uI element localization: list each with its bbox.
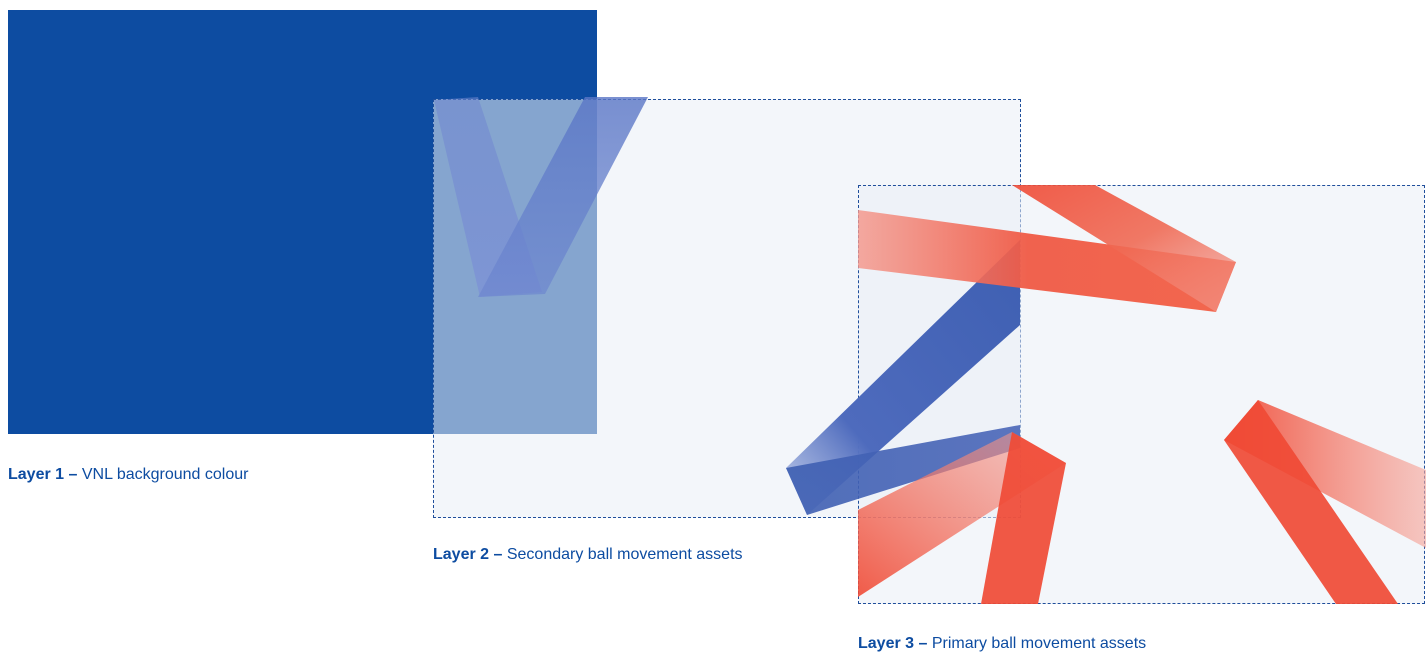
layer-3-description: Primary ball movement assets	[931, 635, 1147, 652]
layer-3-frame-border	[858, 185, 1425, 604]
blue-diagonal-ribbon	[786, 240, 1020, 515]
layer-2-description: Secondary ball movement assets	[506, 546, 743, 563]
layer-1-number: Layer 1 –	[8, 466, 78, 483]
layer-2-number: Layer 2 –	[433, 546, 503, 563]
layer-3-caption: Layer 3 – Primary ball movement assets	[858, 634, 1146, 654]
layer-3-number: Layer 3 –	[858, 635, 928, 652]
blue-lower-ribbon	[786, 425, 1020, 515]
red-top-ribbon	[858, 210, 1236, 312]
red-lower-ribbon-b	[981, 432, 1066, 604]
layer-2-caption: Layer 2 – Secondary ball movement assets	[433, 545, 743, 565]
v-ribbon-right	[478, 97, 648, 297]
red-right-ribbon	[1224, 400, 1398, 604]
red-top-fold	[1012, 185, 1236, 312]
layer-1-caption: Layer 1 – VNL background colour	[8, 465, 248, 485]
layer-1-description: VNL background colour	[81, 466, 249, 483]
